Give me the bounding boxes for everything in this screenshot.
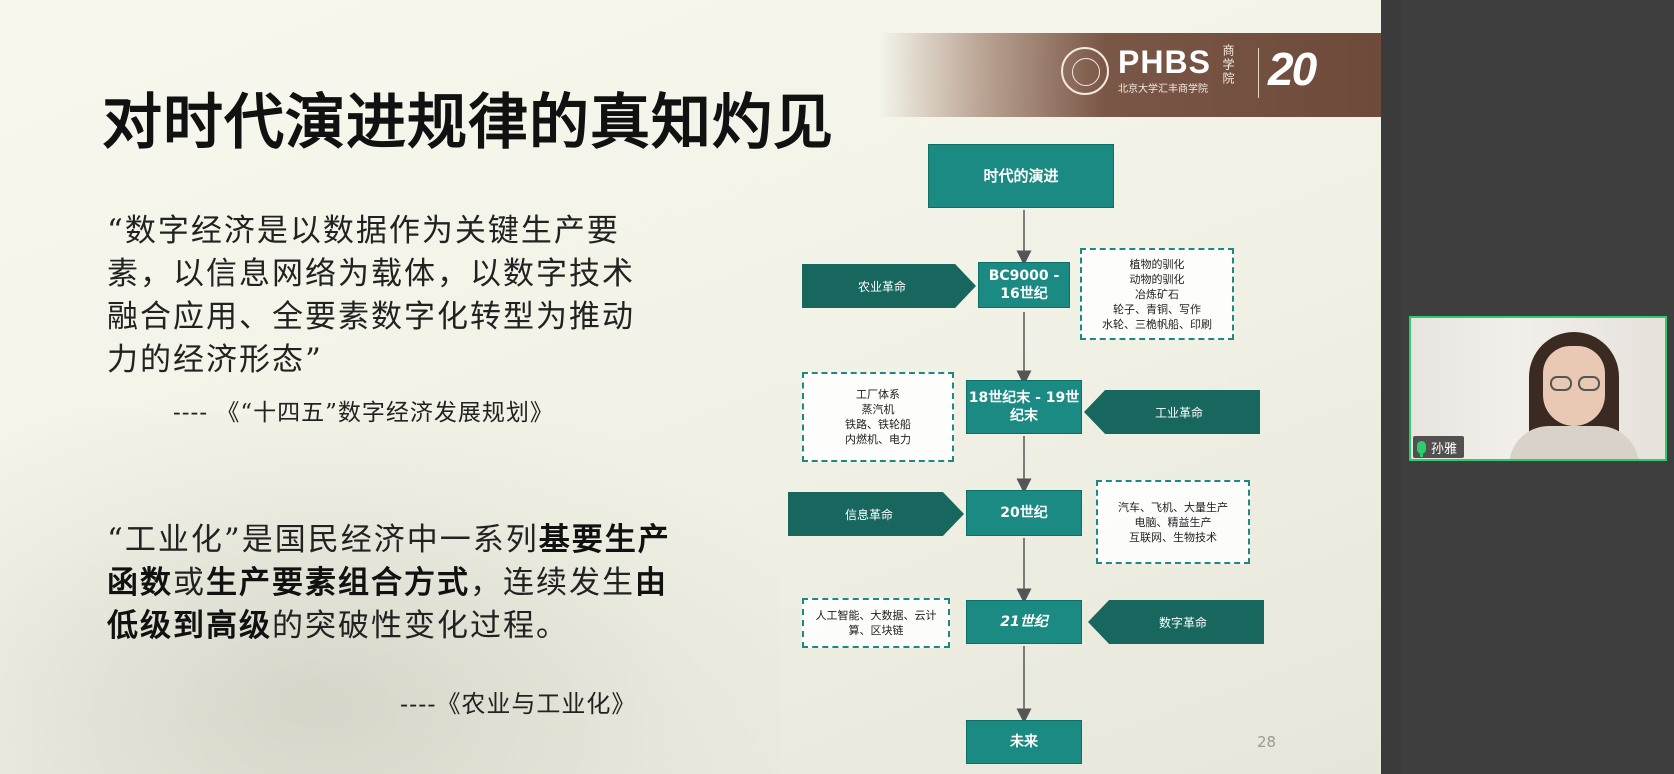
quote-part: “工业化”是国民经济中一系列 [107,522,539,558]
brand-calligraphy: 商学院 [1221,44,1235,86]
quote-industrialization-source: ----《农业与工业化》 [400,690,637,718]
microphone-icon [1417,440,1426,457]
tech-item: 算、区块链 [848,624,904,637]
tech-item: 动物的驯化 [1129,272,1185,286]
era-node-industrial: 18世纪末 - 19世纪末 [966,380,1082,434]
flowchart-connectors [1016,210,1032,724]
revolution-agricultural: 农业革命 [802,264,976,308]
revolution-digital: 数字革命 [1088,600,1264,644]
quote-digital-economy: “数字经济是以数据作为关键生产要素，以信息网络为载体，以数字技术融合应用、全要素… [107,213,635,378]
quote-digital-economy-source: ---- 《“十四五”数字经济发展规划》 [173,400,554,426]
brand-subtitle: 北京大学汇丰商学院 [1118,84,1208,95]
participant-name: 孙雅 [1431,441,1458,457]
background-book-image [0,414,780,774]
future-node: 未来 [966,720,1082,764]
tech-item: 互联网、生物技术 [1129,530,1217,544]
tech-item: 冶炼矿石 [1135,287,1179,301]
presentation-slide: PHBS 北京大学汇丰商学院 商学院 20 对时代演进规律的真知灼见 “数字经济… [0,0,1381,774]
slide-page-number: 28 [1257,733,1277,751]
quote-part: 的突破性变化过程。 [272,608,569,644]
quote-part-bold: 由低级到高级 [107,565,668,644]
tech-box-information: 汽车、飞机、大量生产 电脑、精益生产 互联网、生物技术 [1096,480,1250,564]
brand-divider [1258,48,1259,98]
slide-title: 对时代演进规律的真知灼见 [102,88,834,158]
quote-part-bold: 基要生产函数 [107,522,671,601]
quote-part: ，连续发生 [470,565,635,601]
tech-item: 蒸汽机 [861,403,895,416]
quote-part-bold: 生产要素组合方式 [206,565,470,601]
tech-item: 汽车、飞机、大量生产 [1118,500,1228,514]
tech-item: 工厂体系 [856,388,900,401]
tech-item: 内燃机、电力 [845,433,911,446]
tech-item: 水轮、三桅帆船、印刷 [1102,317,1212,331]
era-node-20th-century: 20世纪 [966,490,1082,536]
glasses-lens [1550,376,1572,391]
tech-box-industrial: 工厂体系 蒸汽机 铁路、铁轮船 内燃机、电力 [802,372,954,462]
participant-name-tag: 孙雅 [1413,436,1465,458]
tech-item: 电脑、精益生产 [1134,515,1212,529]
era-flowchart: 时代的演进 BC9000 - 16世纪 18世纪末 - 19世纪末 20世纪 2… [788,144,1264,764]
era-node-21st-century: 21世纪 [966,600,1082,644]
participant-video-body [1509,426,1639,459]
tech-item: 铁路、铁轮船 [845,418,911,431]
tech-box-agricultural: 植物的驯化 动物的驯化 冶炼矿石 轮子、青铜、写作 水轮、三桅帆船、印刷 [1080,248,1234,340]
tech-item: 轮子、青铜、写作 [1113,302,1201,316]
flow-header-node: 时代的演进 [928,144,1114,208]
university-seal-icon [1061,47,1109,95]
revolution-information: 信息革命 [788,492,964,536]
era-node-agricultural: BC9000 - 16世纪 [978,262,1070,308]
revolution-industrial: 工业革命 [1084,390,1260,434]
quote-industrialization: “工业化”是国民经济中一系列基要生产函数或生产要素组合方式，连续发生由低级到高级… [107,519,687,648]
tech-item: 人工智能、大数据、云计 [815,609,937,622]
anniversary-logo: 20 [1268,43,1317,95]
tech-box-digital: 人工智能、大数据、云计 算、区块链 [802,598,950,648]
tech-item: 植物的驯化 [1129,257,1185,271]
glasses-lens [1578,376,1600,391]
quote-part: 或 [173,565,206,601]
brand-name: PHBS [1118,44,1211,80]
brand-banner [880,33,1381,117]
glasses-shape [1546,376,1604,392]
